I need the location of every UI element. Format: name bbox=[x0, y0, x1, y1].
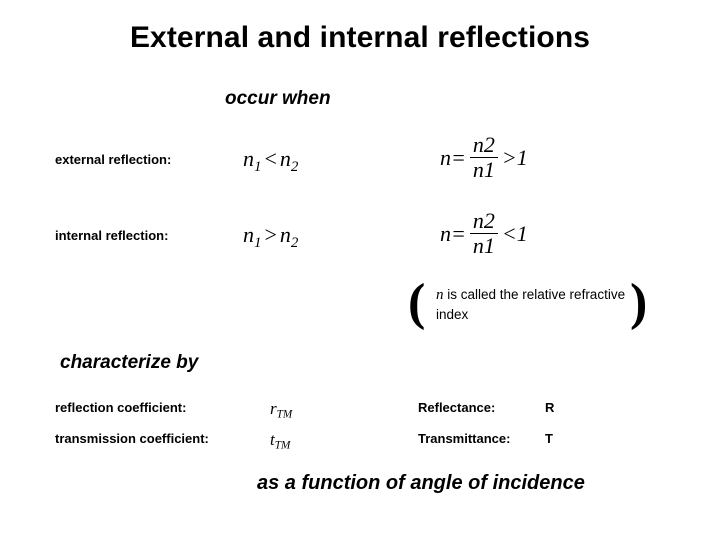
label-transmittance: Transmittance: bbox=[418, 431, 511, 446]
inequality-left-subscript: 1 bbox=[254, 234, 262, 251]
equation-equals-sign: = bbox=[451, 144, 466, 170]
inequality-left-subscript: 1 bbox=[254, 158, 262, 175]
inequality-right-variable: n bbox=[279, 146, 291, 171]
note-text: n is called the relative refractive inde… bbox=[436, 286, 626, 324]
equation-internal-reflection: n = n2 n1 < 1 bbox=[440, 208, 528, 258]
inequality-relation: < bbox=[264, 146, 277, 171]
denominator-variable: n bbox=[472, 157, 484, 183]
section-heading-characterize-by: characterize by bbox=[60, 352, 199, 373]
label-transmission-coefficient: transmission coefficient: bbox=[55, 431, 209, 446]
fraction: n2 n1 bbox=[469, 132, 498, 182]
note-body: is called the relative refractive index bbox=[436, 287, 626, 322]
inequality-right-subscript: 2 bbox=[290, 158, 299, 175]
numerator-variable: n bbox=[472, 132, 484, 157]
label-reflection-coefficient: reflection coefficient: bbox=[55, 400, 187, 415]
denominator-subscript: 1 bbox=[483, 233, 495, 259]
equation-lhs-variable: n bbox=[440, 220, 451, 246]
label-external-reflection: external reflection: bbox=[55, 152, 172, 167]
fraction-bar bbox=[469, 157, 498, 159]
section-heading-occur-when: occur when bbox=[225, 88, 331, 109]
note-symbol: n bbox=[436, 287, 444, 303]
equation-equals-sign: = bbox=[451, 220, 466, 246]
inequality-right-subscript: 2 bbox=[290, 234, 299, 251]
numerator-variable: n bbox=[472, 208, 484, 233]
inequality-right-variable: n bbox=[279, 222, 291, 247]
symbol-reflection-coefficient: rTM bbox=[270, 399, 292, 421]
equation-relation: < bbox=[501, 220, 517, 246]
label-internal-reflection: internal reflection: bbox=[55, 228, 169, 243]
label-reflectance: Reflectance: bbox=[418, 400, 496, 415]
value-transmittance: T bbox=[545, 431, 553, 446]
symbol-transmission-coefficient: tTM bbox=[270, 430, 290, 452]
fraction-numerator: n2 bbox=[470, 132, 498, 157]
symbol-subscript: TM bbox=[276, 408, 293, 421]
close-parenthesis: ) bbox=[630, 274, 648, 331]
fraction: n2 n1 bbox=[469, 208, 498, 258]
inequality-relation: > bbox=[264, 222, 277, 247]
numerator-subscript: 2 bbox=[483, 208, 495, 233]
denominator-subscript: 1 bbox=[483, 157, 495, 183]
inequality-left-variable: n bbox=[243, 146, 254, 171]
page-title: External and internal reflections bbox=[129, 21, 591, 54]
fraction-bar bbox=[469, 233, 498, 235]
fraction-denominator: n1 bbox=[470, 234, 498, 257]
symbol-base: r bbox=[270, 399, 277, 418]
symbol-base: t bbox=[270, 430, 275, 449]
fraction-denominator: n1 bbox=[470, 158, 498, 181]
equation-value: 1 bbox=[516, 220, 528, 246]
refractive-index-note: ( n is called the relative refractive in… bbox=[408, 277, 648, 335]
equation-value: 1 bbox=[516, 144, 528, 170]
value-reflectance: R bbox=[545, 400, 555, 415]
fraction-numerator: n2 bbox=[470, 208, 498, 233]
symbol-subscript: TM bbox=[274, 439, 291, 452]
equation-external-reflection: n = n2 n1 > 1 bbox=[440, 132, 528, 182]
equation-relation: > bbox=[501, 144, 517, 170]
inequality-left-variable: n bbox=[243, 222, 254, 247]
denominator-variable: n bbox=[472, 233, 484, 259]
open-parenthesis: ( bbox=[408, 274, 426, 331]
equation-lhs-variable: n bbox=[440, 144, 451, 170]
inequality-external-reflection: n1<n2 bbox=[243, 146, 298, 176]
section-heading-as-function-of-angle: as a function of angle of incidence bbox=[257, 472, 585, 494]
numerator-subscript: 2 bbox=[483, 132, 495, 157]
inequality-internal-reflection: n1>n2 bbox=[243, 222, 298, 252]
